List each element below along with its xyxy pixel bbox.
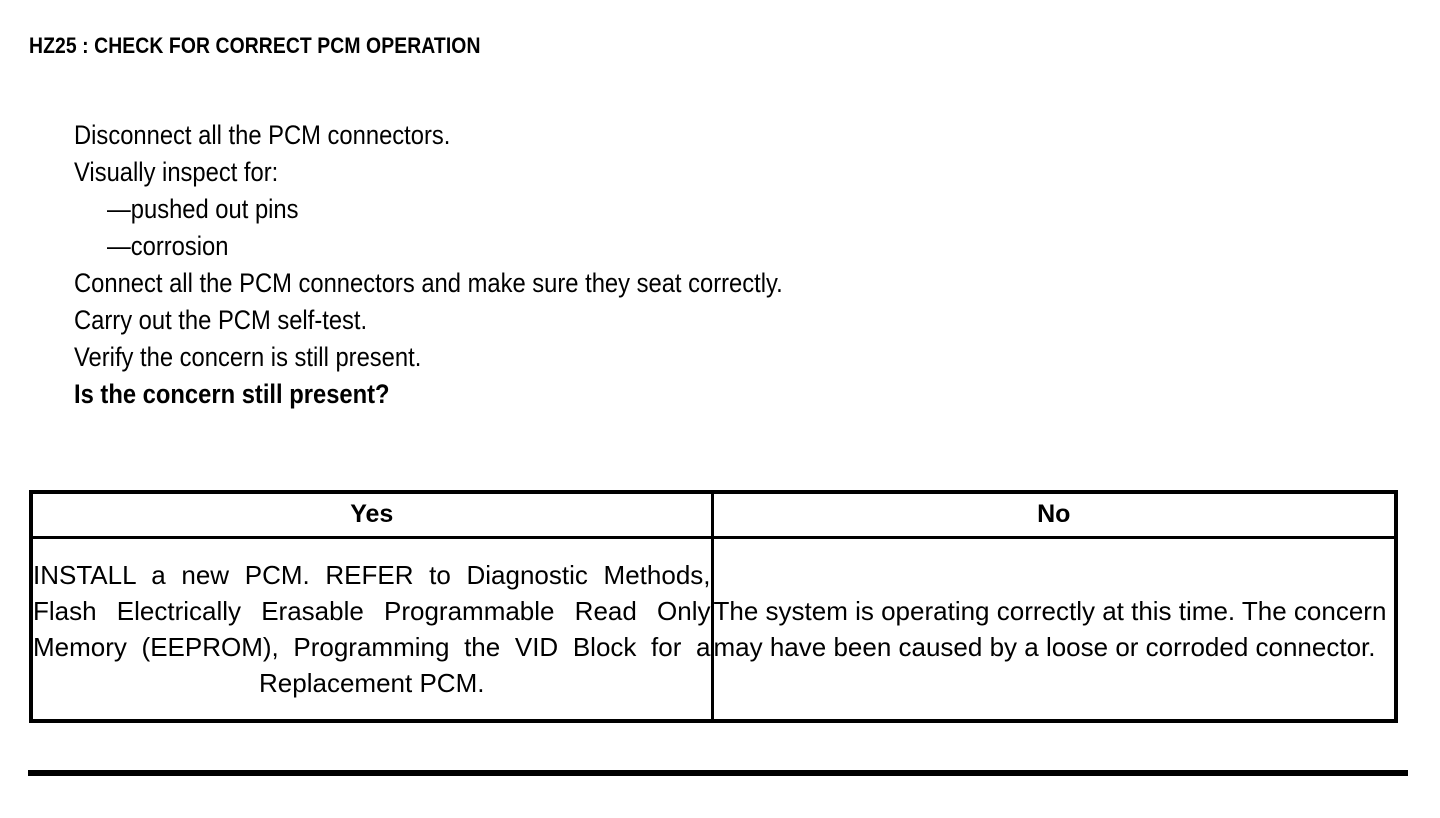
instruction-text: Carry out the PCM self-test. xyxy=(74,305,368,335)
column-header-yes: Yes xyxy=(29,490,714,539)
instruction-text: Verify the concern is still present. xyxy=(74,342,422,372)
column-header-no: No xyxy=(710,490,1398,539)
bottom-divider-rule xyxy=(28,770,1408,776)
instruction-text: Connect all the PCM connectors and make … xyxy=(74,268,783,298)
instruction-line: Carry out the PCM self-test. xyxy=(29,265,1409,335)
cell-no-text: The system is operating correctly at thi… xyxy=(713,596,1387,662)
cell-yes-action: INSTALL a new PCM. REFER to Diagnostic M… xyxy=(29,536,714,723)
instruction-text: —pushed out pins xyxy=(107,194,299,224)
instruction-text: —corrosion xyxy=(107,231,229,261)
cell-no-action: The system is operating correctly at thi… xyxy=(710,536,1398,723)
instruction-bullet: —pushed out pins xyxy=(29,154,1409,224)
cell-yes-text: INSTALL a new PCM. REFER to Diagnostic M… xyxy=(33,560,711,698)
instruction-bullet: —corrosion xyxy=(29,191,1409,261)
decision-question: Is the concern still present? xyxy=(29,339,1409,409)
table-header-row: Yes No xyxy=(29,490,1398,539)
instruction-text: Disconnect all the PCM connectors. xyxy=(74,120,451,150)
instruction-text: Is the concern still present? xyxy=(74,379,390,409)
page-title: HZ25 : CHECK FOR CORRECT PCM OPERATION xyxy=(29,33,542,59)
instruction-line: Visually inspect for: xyxy=(29,117,1409,187)
instruction-list: Disconnect all the PCM connectors. Visua… xyxy=(29,80,1409,409)
instruction-text: Visually inspect for: xyxy=(74,157,279,187)
table-row: INSTALL a new PCM. REFER to Diagnostic M… xyxy=(29,536,1398,723)
decision-table: Yes No INSTALL a new PCM. REFER to Diagn… xyxy=(29,490,1398,723)
instruction-line: Connect all the PCM connectors and make … xyxy=(29,228,1409,298)
instruction-line: Verify the concern is still present. xyxy=(29,302,1409,372)
step-title-text: HZ25 : CHECK FOR CORRECT PCM OPERATION xyxy=(29,33,481,58)
instruction-line: Disconnect all the PCM connectors. xyxy=(29,80,1409,150)
